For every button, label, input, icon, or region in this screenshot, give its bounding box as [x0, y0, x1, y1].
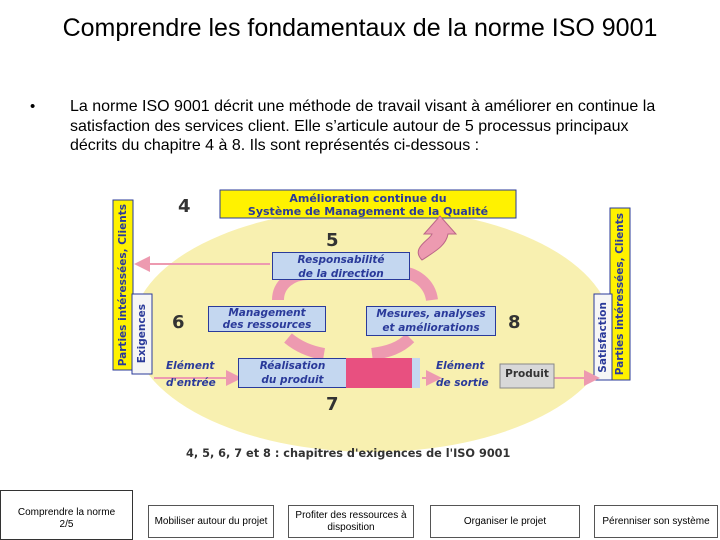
output-label-line-2: de sortie [436, 377, 489, 389]
right-side-text: Parties intéressées, Clients [614, 212, 626, 376]
measures-box-bg [366, 306, 496, 336]
iso-process-diagram: Amélioration continue du Système de Mana… [110, 188, 640, 468]
left-inner-label: Exigences [132, 294, 152, 374]
resources-box: Management des ressources [208, 306, 326, 332]
input-label-line-2: d'entrée [166, 377, 216, 389]
bullet-marker: • [30, 98, 36, 115]
resources-box-line-2: des ressources [222, 319, 312, 331]
nav-current-section[interactable]: Comprendre la norme 2/5 [0, 490, 133, 540]
top-banner-line-1: Amélioration continue du [289, 192, 447, 205]
resources-box-line-1: Management [228, 307, 306, 319]
diagram-caption: 4, 5, 6, 7 et 8 : chapitres d'exigences … [186, 447, 511, 460]
left-inner-strip [131, 293, 153, 375]
product-label: Produit [505, 368, 549, 380]
chapter-6: 6 [172, 312, 185, 333]
chapter-5: 5 [326, 230, 339, 251]
diagram-graphics [112, 189, 631, 452]
direction-box-bg [272, 252, 410, 280]
measures-box-line-2: et améliorations [382, 322, 480, 334]
chapter-4: 4 [178, 196, 191, 217]
measures-box: Mesures, analyses et améliorations [366, 306, 496, 336]
chapter-8: 8 [508, 312, 521, 333]
direction-box: Responsabilité de la direction [272, 252, 410, 280]
top-banner-line-2: Système de Management de la Qualité [247, 205, 489, 218]
left-side-strip [112, 199, 134, 371]
bullet-text: La norme ISO 9001 décrit une méthode de … [70, 98, 656, 154]
top-banner: Amélioration continue du Système de Mana… [228, 192, 508, 218]
realisation-box-line-2: du produit [261, 374, 324, 386]
right-inner-label: Satisfaction [594, 294, 612, 380]
left-side-label: Parties intéressées, Clients [113, 200, 133, 370]
left-inner-text: Exigences [136, 304, 148, 364]
realisation-box-line-1: Réalisation [259, 360, 326, 372]
nav-current-page: 2/5 [59, 519, 74, 530]
direction-box-line-1: Responsabilité [297, 254, 385, 266]
right-inner-strip [593, 293, 613, 381]
nav-current-label: Comprendre la norme [17, 507, 116, 518]
nav-item-ressources[interactable]: Profiter des ressources à disposition [288, 505, 414, 538]
nav-item-mobiliser[interactable]: Mobiliser autour du projet [148, 505, 274, 538]
realisation-box-accent [346, 358, 412, 388]
input-element-label: Elément d'entrée [166, 358, 216, 392]
left-side-text: Parties intéressées, Clients [117, 203, 129, 367]
improvement-arrow [417, 215, 458, 261]
cycle-arrow-3 [371, 333, 415, 360]
top-banner-bg [219, 189, 517, 219]
slide-title: Comprendre les fondamentaux de la norme … [62, 14, 658, 42]
input-label-line-1: Elément [166, 360, 215, 372]
direction-box-line-2: de la direction [298, 268, 384, 280]
right-inner-text: Satisfaction [597, 301, 609, 373]
product-box-bg [499, 363, 555, 389]
measures-box-line-1: Mesures, analyses [376, 308, 486, 320]
output-element-label: Elément de sortie [436, 358, 489, 392]
realisation-box: Réalisation du produit [238, 358, 346, 388]
right-side-label: Parties intéressées, Clients [610, 208, 630, 380]
cycle-arrow-4 [284, 333, 326, 360]
chapter-7: 7 [326, 394, 339, 415]
resources-box-bg [208, 306, 326, 332]
nav-item-organiser[interactable]: Organiser le projet [430, 505, 580, 538]
nav-item-perenniser[interactable]: Pérenniser son système [594, 505, 718, 538]
output-label-line-1: Elément [436, 360, 485, 372]
